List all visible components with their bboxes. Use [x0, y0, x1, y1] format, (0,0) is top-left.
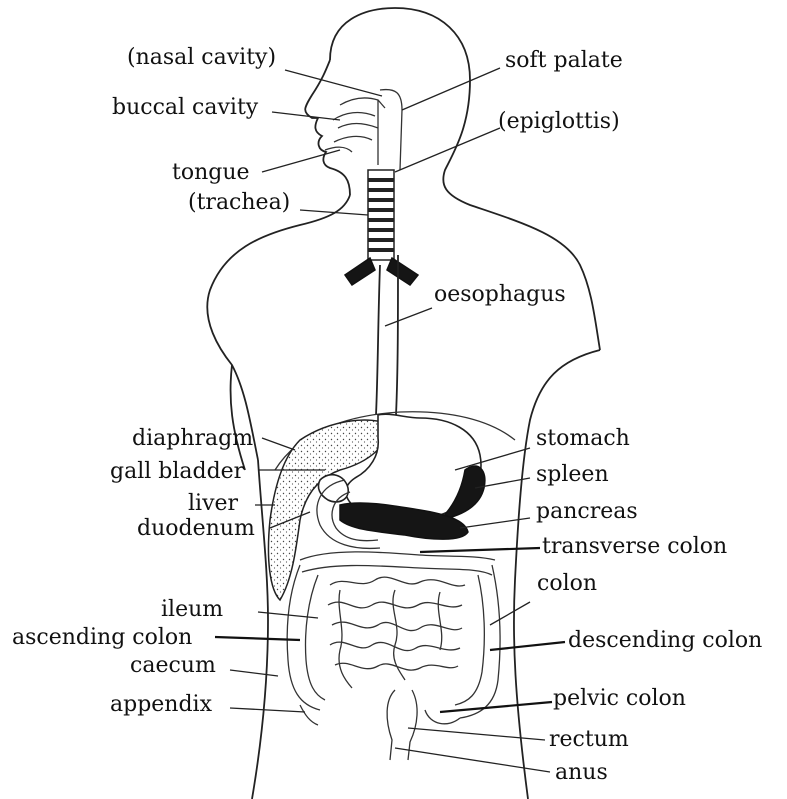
label-rectum: rectum [549, 729, 629, 751]
label-diaphragm: diaphragm [132, 428, 253, 450]
label-appendix: appendix [110, 694, 212, 716]
transverse-colon-illustration [300, 552, 495, 560]
label-gall-bladder: gall bladder [110, 461, 244, 483]
head-cavities [325, 90, 402, 170]
label-pelvic-colon: pelvic colon [553, 688, 686, 710]
label-trachea: (trachea) [188, 192, 290, 214]
label-tongue: tongue [172, 162, 250, 184]
label-oesophagus: oesophagus [434, 284, 566, 306]
label-soft-palate: soft palate [505, 50, 623, 72]
small-intestine-illustration [328, 577, 465, 688]
label-epiglottis: (epiglottis) [498, 111, 620, 133]
label-colon: colon [537, 573, 597, 595]
label-descending-colon: descending colon [568, 630, 762, 652]
ascending-colon-illustration [287, 565, 320, 710]
rectum-illustration [387, 690, 395, 760]
label-spleen: spleen [536, 464, 609, 486]
label-pancreas: pancreas [536, 501, 638, 523]
label-stomach: stomach [536, 428, 630, 450]
oesophagus-illustration [376, 255, 398, 415]
label-nasal-cavity: (nasal cavity) [127, 47, 276, 69]
label-caecum: caecum [130, 655, 216, 677]
label-ileum: ileum [161, 599, 223, 621]
label-duodenum: duodenum [137, 518, 255, 540]
trachea-illustration [345, 170, 418, 285]
gall-bladder-illustration [318, 475, 348, 502]
label-transverse-colon: transverse colon [542, 536, 727, 558]
label-liver: liver [188, 493, 238, 515]
label-ascending-colon: ascending colon [12, 627, 192, 649]
label-buccal-cavity: buccal cavity [112, 97, 258, 119]
label-anus: anus [555, 762, 608, 784]
